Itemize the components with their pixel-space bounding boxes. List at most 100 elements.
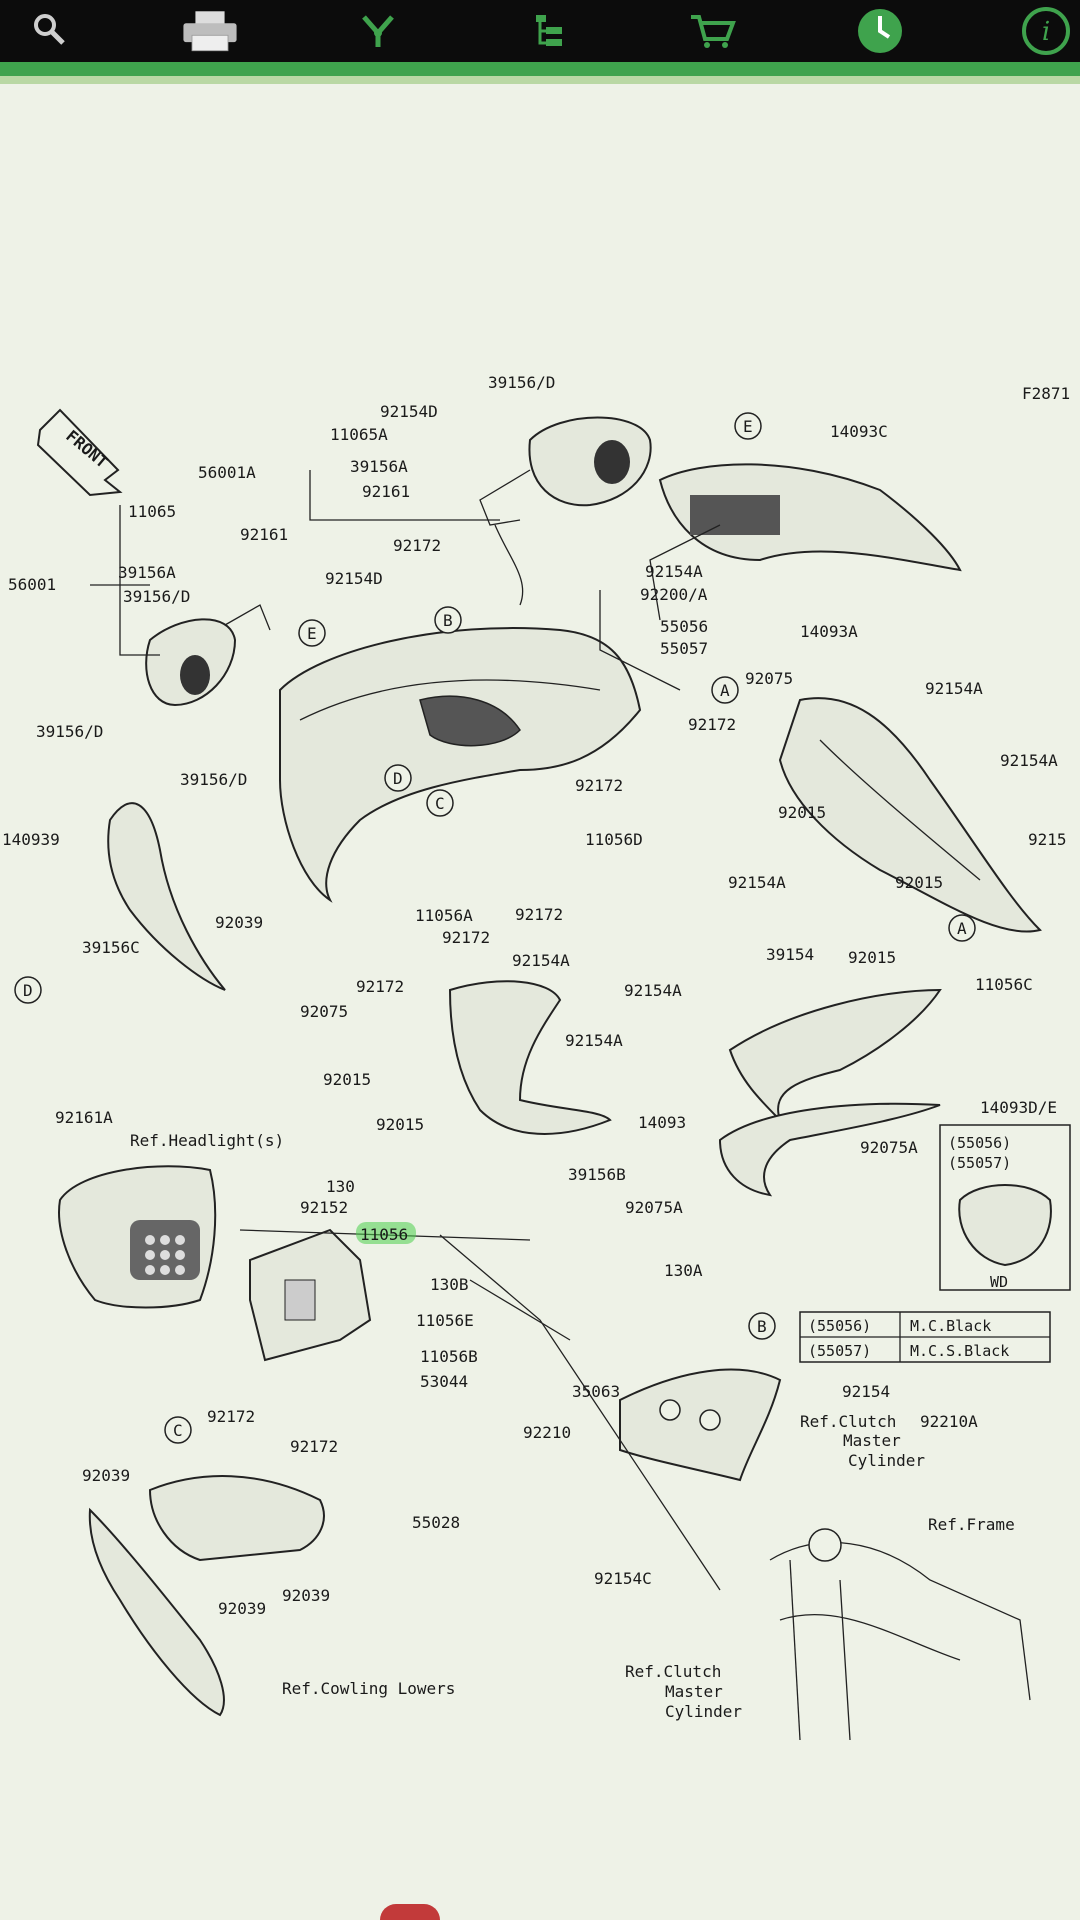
printer-icon[interactable] bbox=[180, 6, 240, 56]
part-label[interactable]: 11056C bbox=[975, 975, 1033, 994]
ref-headlight-label[interactable]: Ref.Headlight(s) bbox=[130, 1131, 284, 1150]
part-label[interactable]: 92075A bbox=[625, 1198, 683, 1217]
part-label[interactable]: 92172 bbox=[207, 1407, 255, 1426]
part-label[interactable]: 92172 bbox=[515, 905, 563, 924]
figure-id: F2871 bbox=[1022, 384, 1070, 403]
side-cowl-right bbox=[778, 697, 1042, 933]
part-label[interactable]: 92039 bbox=[282, 1586, 330, 1605]
part-label[interactable]: 11056A bbox=[415, 906, 473, 925]
part-label[interactable]: 39156C bbox=[82, 938, 140, 957]
part-label[interactable]: 92154D bbox=[325, 569, 383, 588]
part-label[interactable]: 130B bbox=[430, 1275, 469, 1294]
part-label[interactable]: 92172 bbox=[688, 715, 736, 734]
part-label[interactable]: 14093 bbox=[638, 1113, 686, 1132]
part-label[interactable]: 92172 bbox=[290, 1437, 338, 1456]
part-label[interactable]: 39156A bbox=[118, 563, 176, 582]
cart-icon[interactable] bbox=[682, 6, 742, 56]
part-label[interactable]: 92154A bbox=[645, 562, 703, 581]
part-label[interactable]: 14093A bbox=[800, 622, 858, 641]
part-label[interactable]: 92015 bbox=[895, 873, 943, 892]
part-label[interactable]: 11056E bbox=[416, 1311, 474, 1330]
part-label[interactable]: 130 bbox=[326, 1177, 355, 1196]
part-label[interactable]: 35063 bbox=[572, 1382, 620, 1401]
svg-text:A: A bbox=[720, 681, 730, 700]
part-label[interactable]: 9215 bbox=[1028, 830, 1067, 849]
part-label[interactable]: 92161 bbox=[362, 482, 410, 501]
part-label[interactable]: 92172 bbox=[442, 928, 490, 947]
list-icon[interactable] bbox=[518, 6, 578, 56]
part-label[interactable]: 92152 bbox=[300, 1198, 348, 1217]
part-label[interactable]: 92154A bbox=[728, 873, 786, 892]
part-label[interactable]: 92200/A bbox=[640, 585, 708, 604]
ref-clutch-label[interactable]: Ref.Clutch bbox=[800, 1412, 896, 1431]
toolbar: i bbox=[0, 0, 1080, 66]
part-label[interactable]: 39154 bbox=[766, 945, 814, 964]
part-label[interactable]: 11056D bbox=[585, 830, 643, 849]
part-label[interactable]: 92154A bbox=[1000, 751, 1058, 770]
part-label[interactable]: 92154A bbox=[565, 1031, 623, 1050]
part-label[interactable]: 39156B bbox=[568, 1165, 626, 1184]
part-label[interactable]: 39156/D bbox=[123, 587, 190, 606]
part-label[interactable]: 92015 bbox=[376, 1115, 424, 1134]
part-label[interactable]: 92210 bbox=[523, 1423, 571, 1442]
part-label[interactable]: 92154A bbox=[925, 679, 983, 698]
part-label[interactable]: 11065 bbox=[128, 502, 176, 521]
part-label[interactable]: 11056B bbox=[420, 1347, 478, 1366]
table-desc-cell: M.C.S.Black bbox=[910, 1342, 1009, 1360]
part-label[interactable]: 92039 bbox=[218, 1599, 266, 1618]
inner-panel-left bbox=[107, 802, 226, 991]
part-label[interactable]: 56001A bbox=[198, 463, 256, 482]
part-label-selected[interactable]: 11056 bbox=[360, 1225, 408, 1244]
part-label[interactable]: 92161A bbox=[55, 1108, 113, 1127]
part-label[interactable]: 92015 bbox=[778, 803, 826, 822]
part-label[interactable]: 92075A bbox=[860, 1138, 918, 1157]
ref-cowling-label[interactable]: Ref.Cowling Lowers bbox=[282, 1679, 455, 1698]
part-label[interactable]: 39156A bbox=[350, 457, 408, 476]
part-label[interactable]: 92172 bbox=[356, 977, 404, 996]
part-label[interactable]: 92154C bbox=[594, 1569, 652, 1588]
upper-fairing bbox=[279, 627, 642, 903]
frame-section bbox=[769, 1528, 1031, 1741]
part-label[interactable]: 130A bbox=[664, 1261, 703, 1280]
part-label[interactable]: 140939 bbox=[2, 830, 60, 849]
clock-icon[interactable] bbox=[850, 6, 910, 56]
table-desc-cell: M.C.Black bbox=[910, 1317, 991, 1335]
info-icon[interactable]: i bbox=[1016, 6, 1076, 56]
part-label[interactable]: 92154A bbox=[512, 951, 570, 970]
svg-text:D: D bbox=[23, 981, 33, 1000]
part-label[interactable]: 92015 bbox=[323, 1070, 371, 1089]
cowl-inner-55028 bbox=[148, 1475, 325, 1562]
part-label[interactable]: 39156/D bbox=[180, 770, 247, 789]
part-label[interactable]: 92154D bbox=[380, 402, 438, 421]
part-label[interactable]: 92015 bbox=[848, 948, 896, 967]
header-accent-shade bbox=[0, 76, 1080, 84]
ref-clutch-label[interactable]: Ref.Clutch bbox=[625, 1662, 721, 1681]
part-label[interactable]: 53044 bbox=[420, 1372, 468, 1391]
part-label[interactable]: 92154 bbox=[842, 1382, 890, 1401]
part-label[interactable]: 56001 bbox=[8, 575, 56, 594]
part-label[interactable]: 92172 bbox=[575, 776, 623, 795]
part-label[interactable]: 92075 bbox=[300, 1002, 348, 1021]
parts-tree-icon[interactable] bbox=[348, 6, 408, 56]
part-label[interactable]: 92172 bbox=[393, 536, 441, 555]
part-label[interactable]: 55057 bbox=[660, 639, 708, 658]
part-label[interactable]: 92075 bbox=[745, 669, 793, 688]
part-label[interactable]: 92154A bbox=[624, 981, 682, 1000]
part-label[interactable]: 92039 bbox=[215, 913, 263, 932]
part-label[interactable]: 14093C bbox=[830, 422, 888, 441]
ref-frame-label[interactable]: Ref.Frame bbox=[928, 1515, 1015, 1534]
part-label[interactable]: 55028 bbox=[412, 1513, 460, 1532]
part-label[interactable]: 39156/D bbox=[488, 373, 555, 392]
part-label[interactable]: 92210A bbox=[920, 1412, 978, 1431]
part-label[interactable]: 11065A bbox=[330, 425, 388, 444]
part-label[interactable]: 92039 bbox=[82, 1466, 130, 1485]
panel-14093DE bbox=[718, 1102, 941, 1197]
part-label[interactable]: 92161 bbox=[240, 525, 288, 544]
headlight-bracket bbox=[249, 1228, 372, 1362]
search-icon[interactable] bbox=[20, 6, 80, 56]
part-label[interactable]: 39156/D bbox=[36, 722, 103, 741]
part-label[interactable]: 14093D/E bbox=[980, 1098, 1057, 1117]
ref-clutch-label: Cylinder bbox=[665, 1702, 742, 1721]
front-arrow: FRONT bbox=[36, 408, 123, 497]
part-label[interactable]: 55056 bbox=[660, 617, 708, 636]
